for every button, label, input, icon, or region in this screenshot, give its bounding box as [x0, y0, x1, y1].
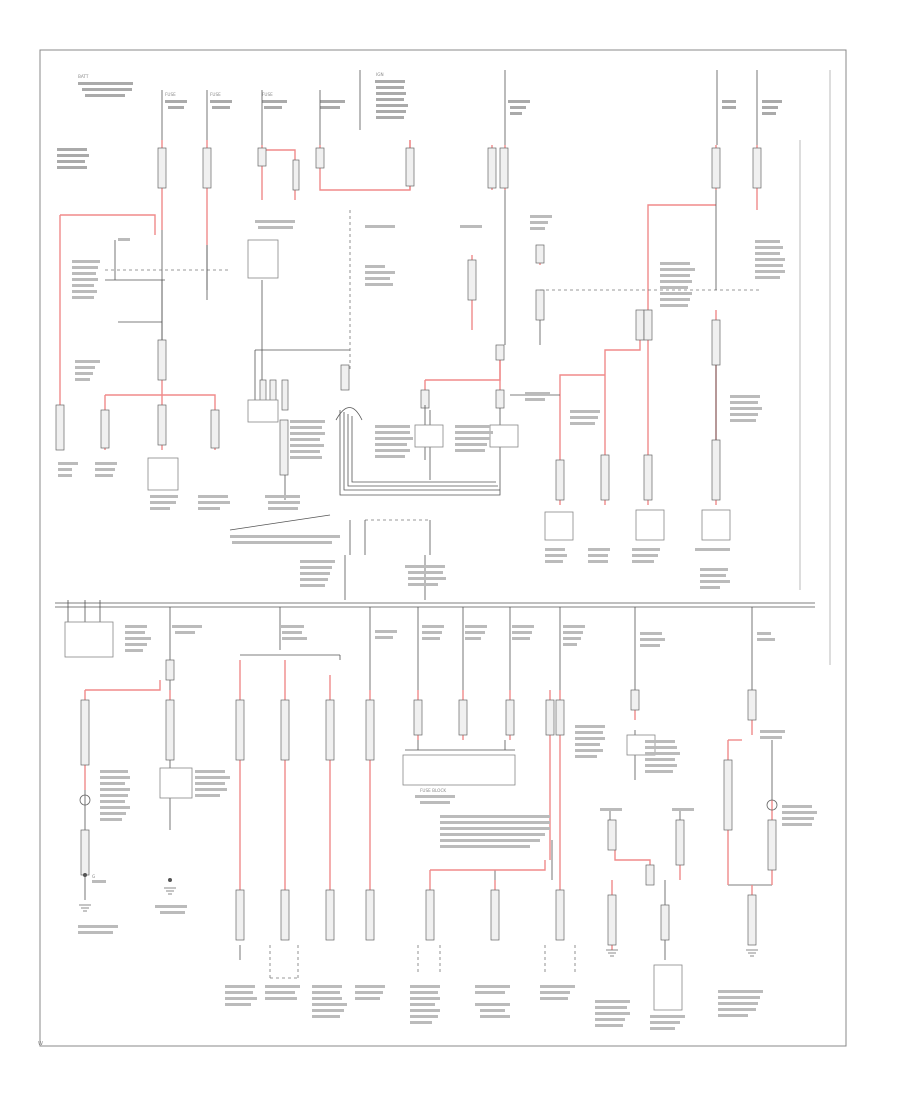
ground-symbols [79, 873, 758, 957]
top-label-clusters [57, 80, 782, 169]
fuse-label-2: FUSE [210, 92, 221, 97]
upper-label-clusters [58, 215, 785, 589]
lower-connectors [80, 659, 777, 946]
upper-connectors [55, 147, 762, 501]
horizontal-bus [55, 602, 815, 608]
diagram-code: W [38, 1041, 43, 1047]
battery-label: BATT [78, 74, 89, 79]
bus-connection-markers [64, 600, 114, 658]
lower-label-clusters [78, 625, 817, 1030]
diagram-frame [39, 49, 847, 1047]
ground-label: G [92, 874, 95, 879]
ignition-label: IGN [376, 72, 384, 77]
lower-components [79, 734, 778, 1011]
fuse-label-3: FUSE [262, 92, 273, 97]
fuse-label-1: FUSE [165, 92, 176, 97]
upper-components [147, 239, 731, 541]
fuse-block-label: FUSE BLOCK [420, 788, 446, 793]
